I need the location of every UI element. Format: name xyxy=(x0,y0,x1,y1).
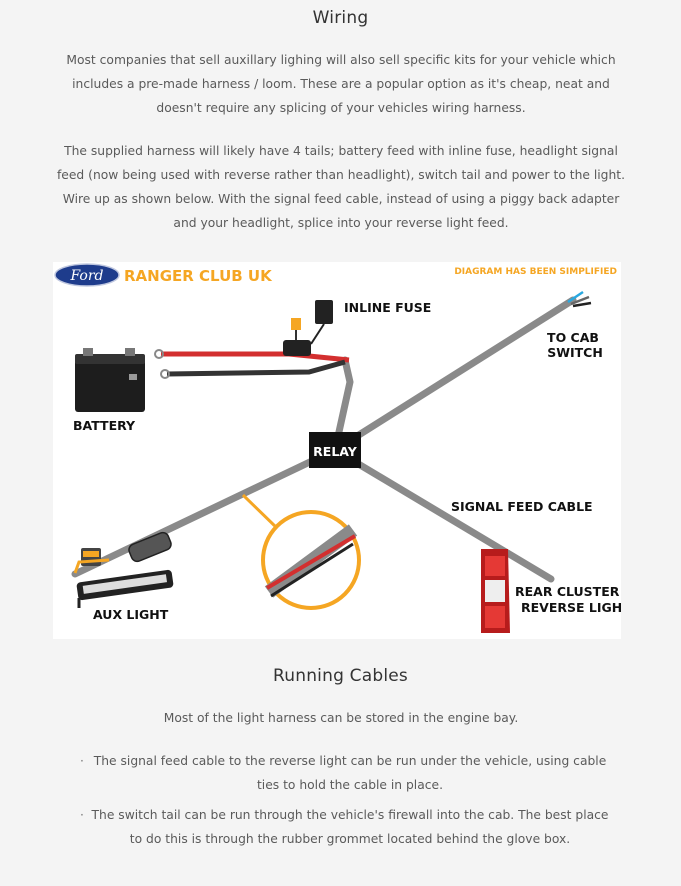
relay-label: RELAY xyxy=(313,444,358,459)
inline-fuse-label: INLINE FUSE xyxy=(344,300,431,315)
rear-light-icon xyxy=(481,549,510,633)
club-name: RANGER CLUB UK xyxy=(124,267,273,285)
to-cab-label-1: TO CAB xyxy=(547,330,599,345)
wire-closeup xyxy=(261,510,361,610)
switch-tail-wires xyxy=(567,290,592,308)
ford-logo-text: Ford xyxy=(69,268,103,284)
rear-cluster-label-2: REVERSE LIGHT xyxy=(521,600,621,615)
wiring-paragraph-2: The supplied harness will likely have 4 … xyxy=(50,139,632,235)
wiring-paragraph-2b: Wire up as shown below. With the signal … xyxy=(62,192,620,230)
ford-logo: Ford xyxy=(54,263,120,287)
wiring-paragraph-2a: The supplied harness will likely have 4 … xyxy=(56,144,626,182)
battery-label: BATTERY xyxy=(73,418,136,433)
relay-box xyxy=(309,432,361,468)
battery-leads xyxy=(154,349,350,379)
list-item: The switch tail can be run through the v… xyxy=(80,803,610,851)
aux-connector xyxy=(73,493,281,574)
running-cables-intro: Most of the light harness can be stored … xyxy=(163,711,519,725)
wiring-diagram-svg: Ford RANGER CLUB UK DIAGRAM HAS BEEN SIM… xyxy=(54,263,621,633)
aux-light-label: AUX LIGHT xyxy=(93,607,169,622)
wiring-heading: Wiring xyxy=(312,8,369,28)
battery-icon xyxy=(75,348,145,412)
aux-light-bar-icon xyxy=(76,569,174,608)
harness xyxy=(71,296,577,583)
running-cables-list: The signal feed cable to the reverse lig… xyxy=(80,749,610,857)
rear-cluster-label-1: REAR CLUSTER / xyxy=(515,584,621,599)
simplified-note: DIAGRAM HAS BEEN SIMPLIFIED xyxy=(454,267,617,277)
signal-feed-label: SIGNAL FEED CABLE xyxy=(451,499,593,514)
wiring-diagram: Ford RANGER CLUB UK DIAGRAM HAS BEEN SIM… xyxy=(53,262,621,639)
wiring-paragraph-1: Most companies that sell auxillary lighi… xyxy=(66,53,616,115)
to-cab-label-2: SWITCH xyxy=(547,345,603,360)
list-item: The signal feed cable to the reverse lig… xyxy=(80,749,610,797)
inline-fuse xyxy=(283,300,333,356)
running-cables-heading: Running Cables xyxy=(273,666,408,686)
